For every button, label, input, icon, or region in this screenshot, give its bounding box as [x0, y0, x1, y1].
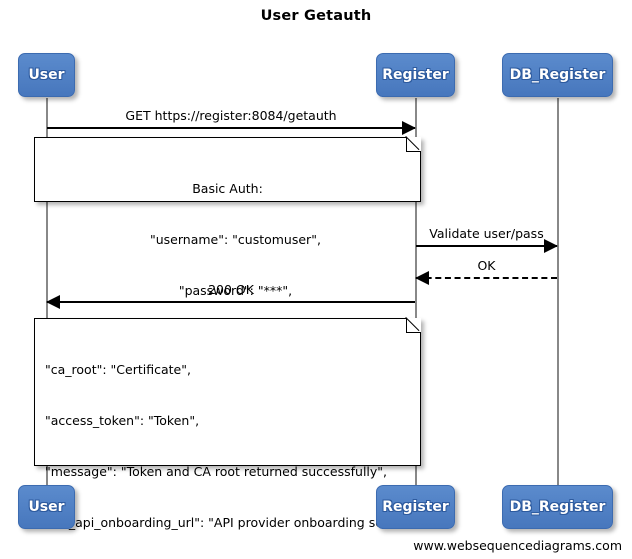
- actor-label: Register: [382, 67, 449, 83]
- actor-db-register-top[interactable]: DB_Register: [502, 53, 613, 97]
- actor-user-top[interactable]: User: [18, 53, 75, 97]
- arrowhead-left-icon: [415, 271, 429, 285]
- message-line: [416, 245, 557, 247]
- note-line: "ccf_api_onboarding_url": "API provider …: [45, 515, 444, 530]
- actor-label: User: [28, 67, 65, 83]
- lifeline-user: [46, 98, 48, 490]
- footer-watermark: www.websequencediagrams.com: [413, 538, 622, 553]
- note-line: "access_token": "Token",: [45, 413, 200, 428]
- note-body: "ca_root": "Certificate", "access_token"…: [35, 319, 444, 559]
- lifeline-db-register: [557, 98, 559, 490]
- actor-label: DB_Register: [509, 499, 606, 515]
- note-line: "message": "Token and CA root returned s…: [45, 464, 388, 479]
- arrowhead-left-icon: [46, 295, 60, 309]
- note-line: "password": "***",: [162, 283, 293, 298]
- note-fold-corner-icon: [406, 318, 421, 333]
- page-title: User Getauth: [260, 8, 372, 24]
- actor-label: DB_Register: [509, 67, 606, 83]
- note-fold-corner-icon: [406, 137, 421, 152]
- actor-db-register-bottom[interactable]: DB_Register: [502, 485, 613, 529]
- actor-label: User: [28, 499, 65, 515]
- actor-register-bottom[interactable]: Register: [376, 485, 455, 529]
- arrowhead-right-icon: [544, 239, 558, 253]
- note-response-payload: "ca_root": "Certificate", "access_token"…: [34, 318, 444, 530]
- note-body: Basic Auth: "username": "customuser", "p…: [35, 138, 420, 339]
- message-label: Validate user/pass: [429, 226, 544, 241]
- arrowhead-right-icon: [402, 121, 416, 135]
- message-label: OK: [477, 258, 496, 273]
- note-basic-auth: Basic Auth: "username": "customuser", "p…: [34, 137, 421, 298]
- message-line: [47, 127, 415, 129]
- actor-register-top[interactable]: Register: [376, 53, 455, 97]
- note-line: Basic Auth:: [192, 181, 263, 196]
- message-line: [47, 301, 415, 303]
- actor-user-bottom[interactable]: User: [18, 485, 75, 529]
- message-line: [416, 277, 557, 279]
- lifeline-register: [415, 98, 417, 490]
- note-line: "username": "customuser",: [134, 232, 321, 247]
- message-label: GET https://register:8084/getauth: [125, 108, 337, 123]
- note-line: "ca_root": "Certificate",: [45, 362, 191, 377]
- actor-label: Register: [382, 499, 449, 515]
- message-label: 200 OK: [208, 282, 254, 297]
